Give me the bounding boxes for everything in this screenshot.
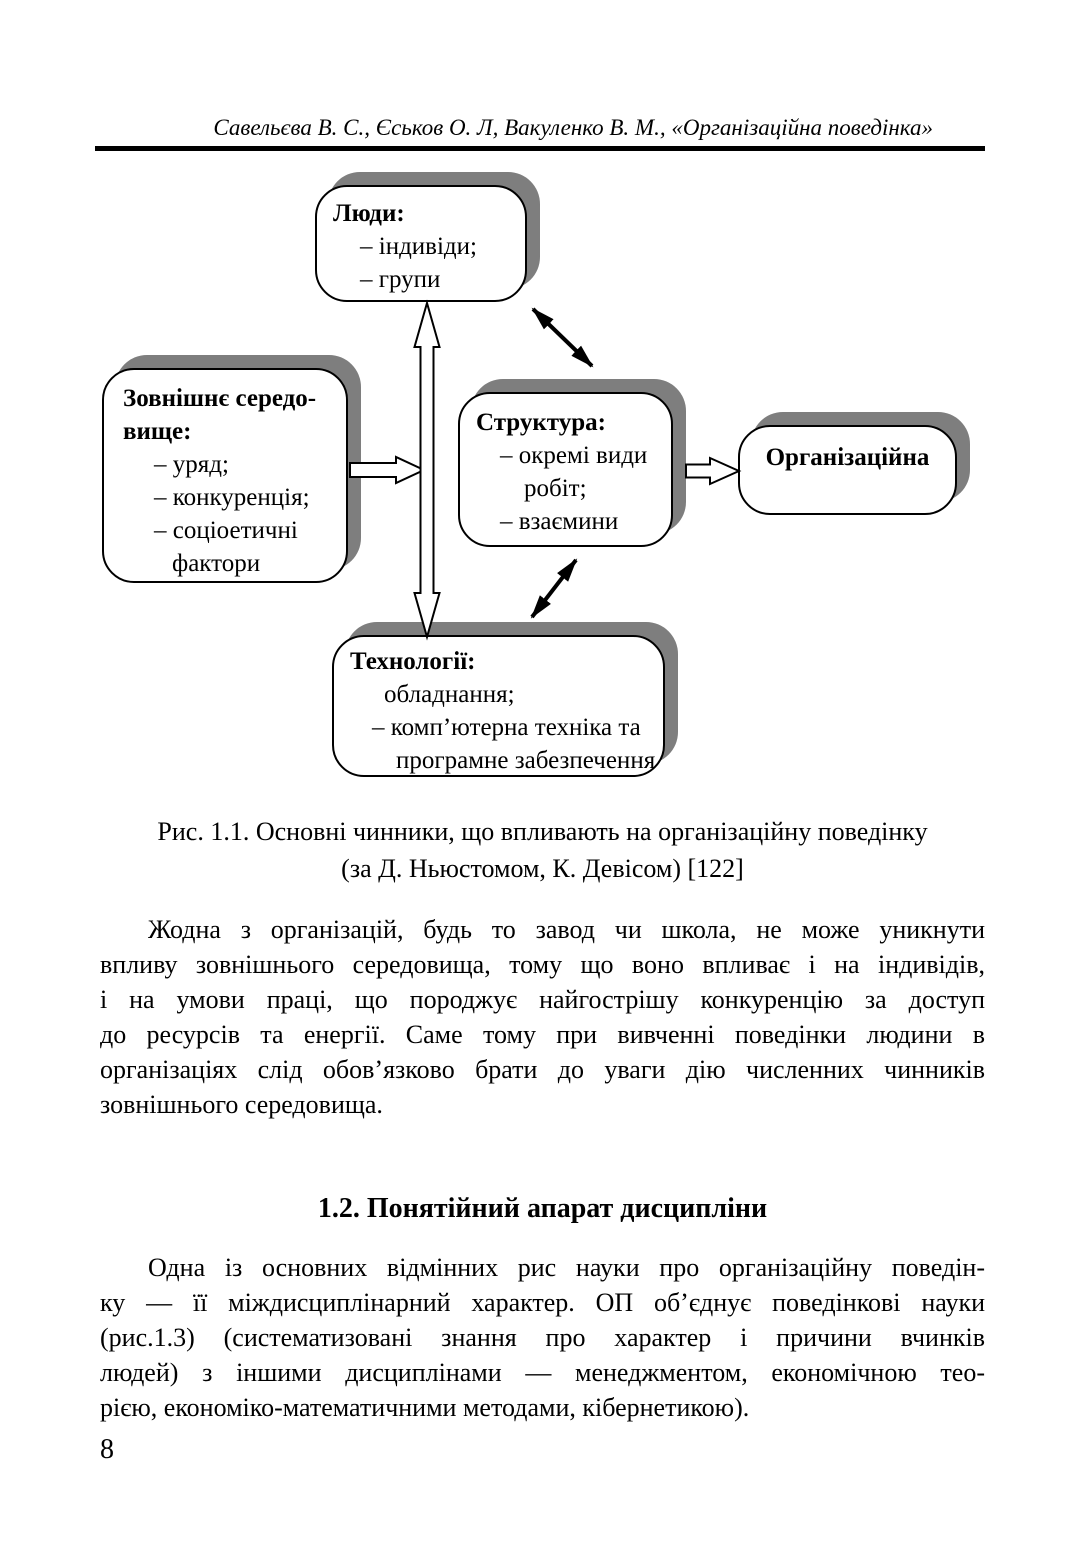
diagram-box-environment: Зовнішнє середо- вище: – уряд; – конкуре…	[102, 368, 348, 583]
block-arrow-vertical-double-icon	[413, 299, 441, 641]
header-rule	[95, 146, 985, 151]
paragraph-2-line: Одна із основних відмінних рис науки про…	[148, 1253, 985, 1282]
section-heading: 1.2. Понятійний апарат дисципліни	[317, 1193, 768, 1224]
diagram-box-technology: Технології: обладнання; – комп’ютерна те…	[332, 635, 665, 777]
paragraph-1-line: впливу зовнішнього середовища, тому що в…	[100, 950, 985, 979]
box-structure-item: – взаємини	[500, 508, 619, 535]
box-technology-item: обладнання;	[384, 681, 515, 708]
box-environment-item-wrap: фактори	[172, 550, 261, 577]
block-arrow-structure-right-icon	[685, 456, 742, 486]
paragraph-1-line: зовнішнього середовища.	[100, 1090, 383, 1119]
box-people-item: – групи	[360, 266, 441, 293]
paragraph-1-line: Жодна з організацій, будь то завод чи шк…	[148, 915, 985, 944]
paragraph-2-line: ку — її міждисциплінарний характер. ОП о…	[100, 1288, 985, 1317]
box-technology-item-wrap: програмне забезпечення	[396, 747, 656, 774]
box-structure-item: – окремі види	[500, 442, 648, 469]
block-arrow-environment-right-icon	[349, 455, 427, 485]
box-environment-item: – соціоетичні	[154, 517, 298, 544]
double-arrow-people-structure-icon	[531, 307, 594, 368]
paragraph-1: Жодна з організацій, будь то завод чи шк…	[100, 912, 985, 1122]
paragraph-1-line: до ресурсів та енергії. Саме тому при ви…	[100, 1020, 985, 1049]
box-organizational-title: Організаційна	[765, 444, 930, 471]
paragraph-1-line: організаціях слід обов’язково брати до у…	[100, 1055, 985, 1084]
running-head: Савельєва В. С., Єськов О. Л, Вакуленко …	[213, 115, 933, 140]
diagram-box-structure: Структура: – окремі види робіт; – взаєми…	[458, 392, 673, 547]
box-environment-item: – уряд;	[154, 451, 229, 478]
double-arrow-structure-technology-icon	[530, 558, 578, 619]
box-structure-item-wrap: робіт;	[524, 475, 587, 502]
diagram-box-people: Люди: – індивіди; – групи	[315, 185, 527, 302]
figure-caption-line: (за Д. Ньюстомом, К. Девісом) [122]	[341, 854, 744, 883]
page-number: 8	[100, 1434, 114, 1465]
box-technology-item: – комп’ютерна техніка та	[372, 714, 641, 741]
box-people-item: – індивіди;	[360, 233, 477, 260]
figure-caption-line: Рис. 1.1. Основні чинники, що впливають …	[157, 817, 928, 846]
figure-caption: Рис. 1.1. Основні чинники, що впливають …	[100, 813, 985, 887]
box-structure-title: Структура:	[476, 409, 606, 436]
diagram-box-organizational: Організаційна	[738, 425, 957, 515]
paragraph-1-line: і на умови праці, що породжує найгостріш…	[100, 985, 985, 1014]
box-people-title: Люди:	[333, 200, 405, 227]
box-environment-item: – конкуренція;	[154, 484, 310, 511]
box-technology-title: Технології:	[350, 648, 476, 675]
paragraph-2-line: людей) з іншими дисциплінами — менеджмен…	[100, 1358, 985, 1387]
paragraph-2: Одна із основних відмінних рис науки про…	[100, 1250, 985, 1425]
paragraph-2-line: (рис.1.3) (систематизовані знання про ха…	[100, 1323, 985, 1352]
box-environment-title: Зовнішнє середо-	[123, 385, 317, 412]
box-environment-title: вище:	[123, 418, 192, 445]
paragraph-2-line: рією, економіко-математичними методами, …	[100, 1393, 750, 1422]
